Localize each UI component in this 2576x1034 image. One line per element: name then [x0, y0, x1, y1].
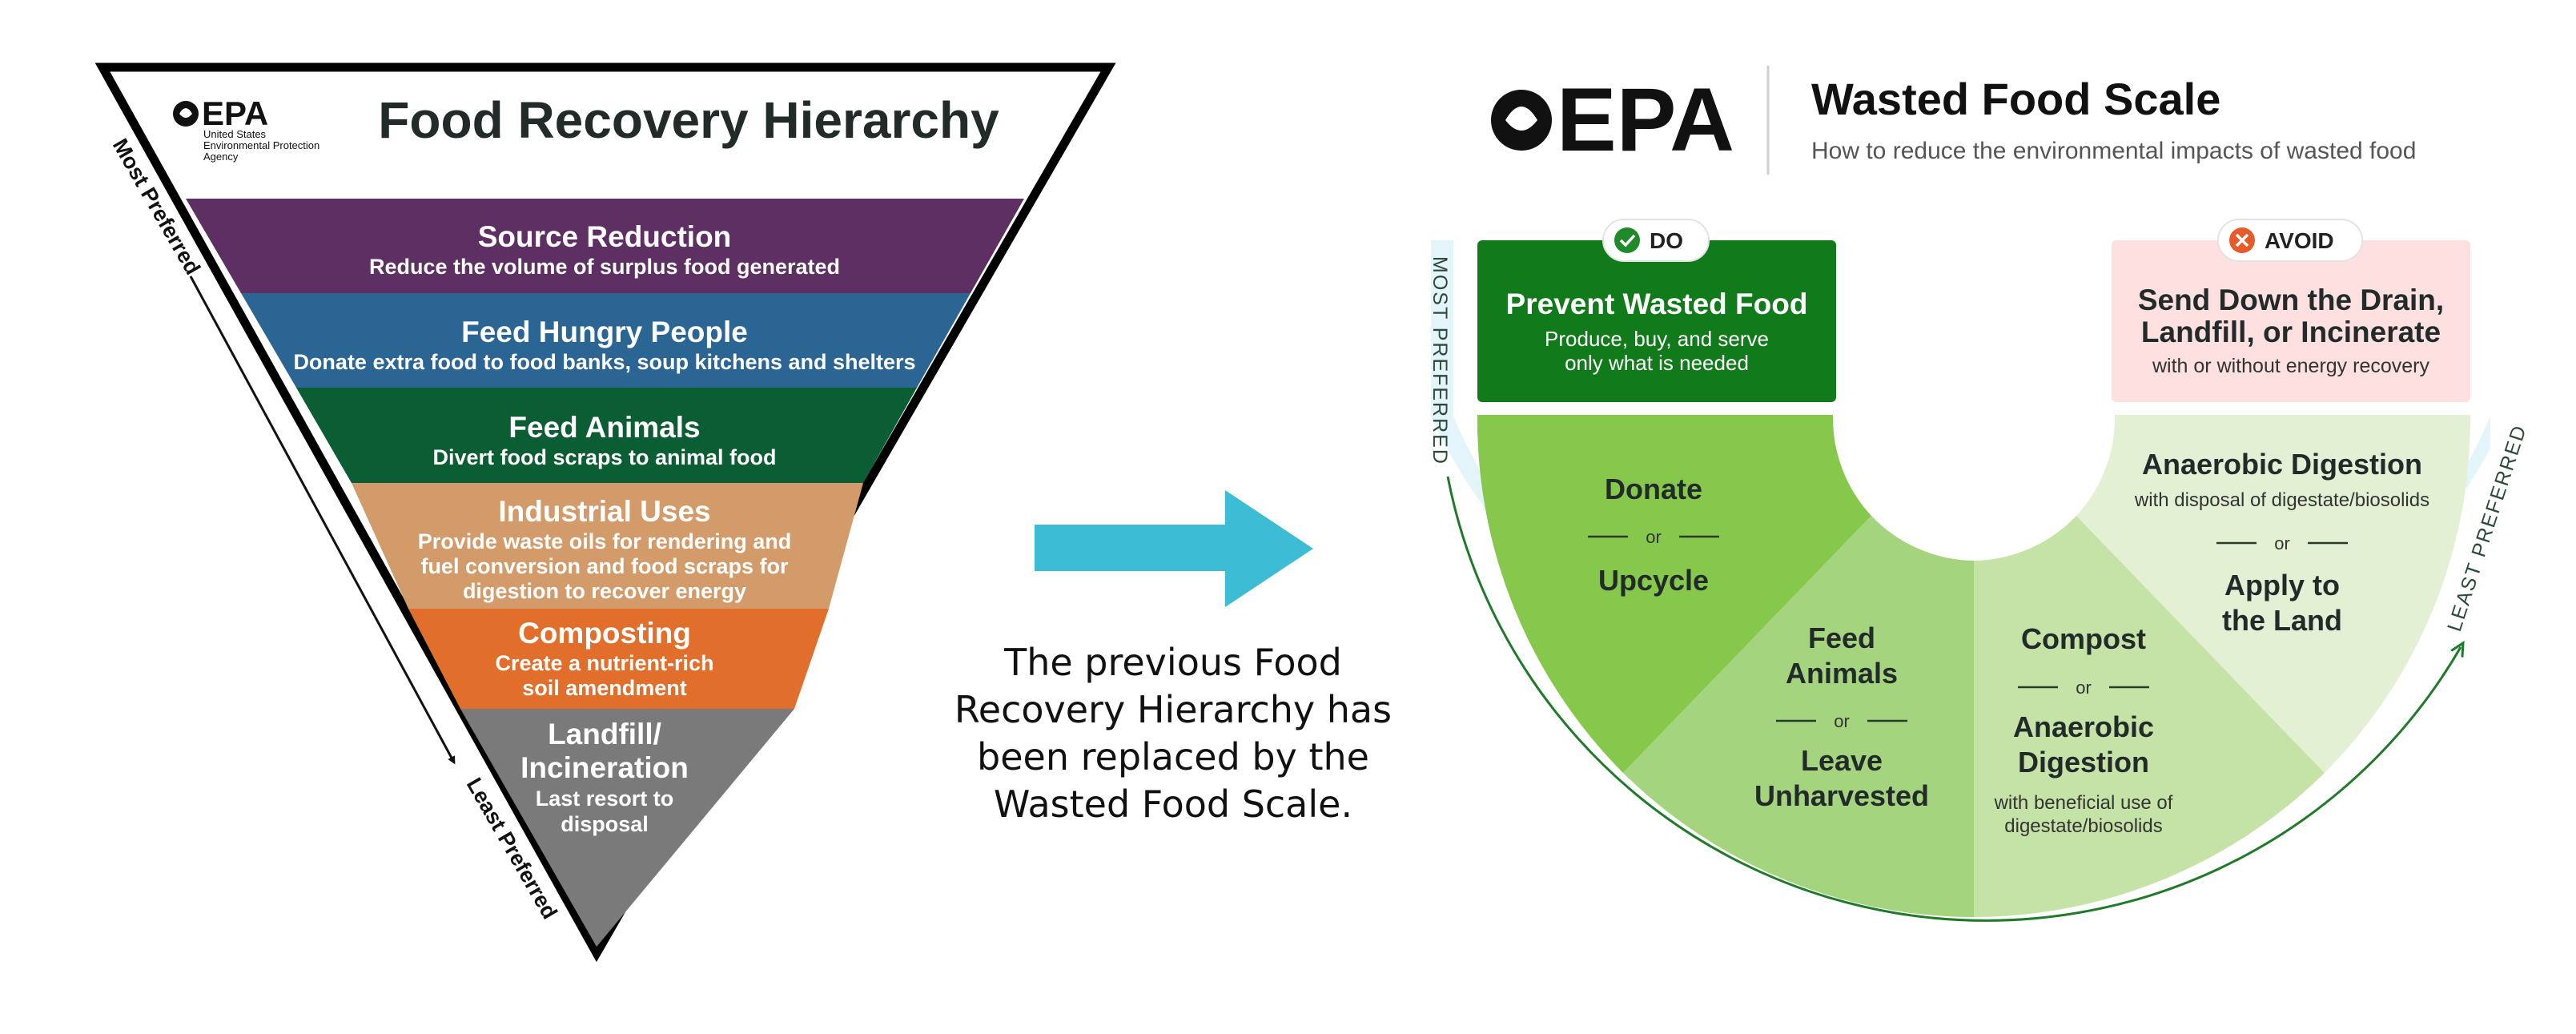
epa-agency-line-3: Agency: [203, 151, 239, 163]
prevent-title: Prevent Wasted Food: [1506, 288, 1808, 320]
tier-desc-landfill-1: Last resort to: [536, 787, 674, 811]
hierarchy-title: Food Recovery Hierarchy: [378, 91, 999, 149]
transition-caption-4: Wasted Food Scale.: [994, 783, 1352, 826]
epa-logo-right: EPA: [1491, 70, 1734, 170]
anaerobic-sub: with disposal of digestate/biosolids: [2134, 489, 2429, 511]
compost-label: Compost: [2021, 622, 2146, 655]
epa-logo-text-left: EPA: [202, 95, 268, 132]
tier-desc-source-reduction: Reduce the volume of surplus food genera…: [369, 255, 840, 279]
epa-logo-text-right: EPA: [1557, 70, 1734, 170]
anaerobic-or-separator: or: [2216, 533, 2348, 553]
compost-sub-2: digestate/biosolids: [2004, 815, 2162, 837]
tier-title-feed-animals: Feed Animals: [508, 411, 700, 444]
donate-label: Donate: [1605, 473, 1702, 505]
wedge-anaerobic: [2076, 416, 2471, 773]
transition-panel: The previous Food Recovery Hierarchy has…: [954, 490, 1392, 826]
prevent-desc-2: only what is needed: [1565, 351, 1749, 375]
epa-agency-line-1: United States: [203, 128, 267, 140]
anaerobic-or: or: [2274, 533, 2290, 553]
tier-band-feed-hungry-people: [241, 293, 971, 388]
tier-title-landfill-1: Landfill/: [548, 718, 661, 750]
prevent-desc-1: Produce, buy, and serve: [1545, 327, 1769, 351]
wedge-donate-cap: [1477, 415, 1833, 421]
tier-title-industrial-uses: Industrial Uses: [498, 495, 710, 528]
compost-or: or: [2076, 678, 2092, 698]
tier-band-composting: [408, 609, 829, 709]
feed-animals-label-1: Feed: [1808, 622, 1875, 654]
tier-desc-landfill-2: disposal: [561, 812, 649, 836]
wedge-anaerobic-cap: [2115, 415, 2470, 421]
feed-or-separator: or: [1776, 711, 1907, 731]
tier-band-source-reduction: [186, 199, 1024, 293]
do-label: DO: [1650, 228, 1683, 253]
scale-subtitle: How to reduce the environmental impacts …: [1811, 138, 2416, 164]
send-title-1: Send Down the Drain,: [2138, 284, 2444, 316]
tier-desc-industrial-uses-1: Provide waste oils for rendering and: [418, 529, 792, 553]
compost-anaerobic-1: Anaerobic: [2013, 710, 2154, 743]
wedge-feed-animals: [1623, 516, 1974, 917]
feed-or: or: [1834, 711, 1850, 731]
tier-title-landfill-2: Incineration: [520, 751, 689, 784]
unharvested-label: Unharvested: [1754, 779, 1929, 812]
donate-or: or: [1646, 527, 1662, 547]
tier-desc-industrial-uses-2: fuel conversion and food scraps for: [420, 554, 789, 578]
tier-desc-composting-2: soil amendment: [522, 676, 687, 700]
send-title-2: Landfill, or Incinerate: [2141, 316, 2441, 348]
transition-arrow: [1035, 490, 1313, 607]
tier-band-landfill: [460, 709, 794, 947]
wedge-compost: [1974, 516, 2325, 917]
epa-agency-line-2: Environmental Protection: [203, 139, 319, 151]
avoid-label: AVOID: [2265, 228, 2334, 253]
preference-arrow-left: [189, 276, 456, 765]
avoid-badge: [2217, 219, 2363, 262]
tier-desc-composting-1: Create a nutrient-rich: [495, 651, 713, 675]
prevent-wasted-food-box: [1477, 240, 1836, 402]
wasted-food-scale: EPA Wasted Food Scale How to reduce the …: [1429, 66, 2531, 922]
wedge-donate-upcycle: [1477, 416, 1871, 773]
feed-animals-label-2: Animals: [1786, 657, 1898, 690]
epa-logo-left: EPA United States Environmental Protecti…: [173, 95, 319, 163]
tier-desc-feed-animals: Divert food scraps to animal food: [432, 445, 776, 469]
food-recovery-hierarchy: EPA United States Environmental Protecti…: [94, 62, 1116, 963]
apply-label-1: Apply to: [2224, 569, 2340, 601]
transition-caption-1: The previous Food: [1003, 641, 1342, 684]
compost-or-separator: or: [2018, 678, 2149, 698]
anaerobic-label: Anaerobic Digestion: [2142, 448, 2422, 481]
apply-label-2: the Land: [2222, 604, 2342, 637]
tier-desc-industrial-uses-3: digestion to recover energy: [463, 579, 746, 603]
most-preferred-label-right: MOST PREFERRED: [1429, 256, 1451, 465]
preference-arc-arrow: [1446, 476, 2461, 922]
donate-or-separator: or: [1588, 527, 1719, 547]
tier-title-composting: Composting: [518, 617, 691, 650]
compost-sub-1: with beneficial use of: [1994, 792, 2173, 814]
tier-title-feed-hungry-people: Feed Hungry People: [461, 316, 748, 348]
check-icon: [1614, 227, 1640, 253]
scale-title: Wasted Food Scale: [1811, 74, 2220, 124]
transition-caption-2: Recovery Hierarchy has: [954, 688, 1392, 731]
tier-band-feed-animals: [296, 388, 917, 483]
leave-label: Leave: [1801, 744, 1883, 777]
send-sub: with or without energy recovery: [2152, 355, 2429, 377]
tier-band-industrial-uses: [352, 483, 863, 609]
compost-anaerobic-2: Digestion: [2018, 746, 2149, 779]
tier-desc-feed-hungry-people: Donate extra food to food banks, soup ki…: [293, 350, 915, 374]
upcycle-label: Upcycle: [1598, 564, 1709, 597]
transition-caption-3: been replaced by the: [977, 735, 1369, 779]
tier-title-source-reduction: Source Reduction: [478, 220, 732, 253]
send-down-drain-box: [2112, 240, 2470, 402]
